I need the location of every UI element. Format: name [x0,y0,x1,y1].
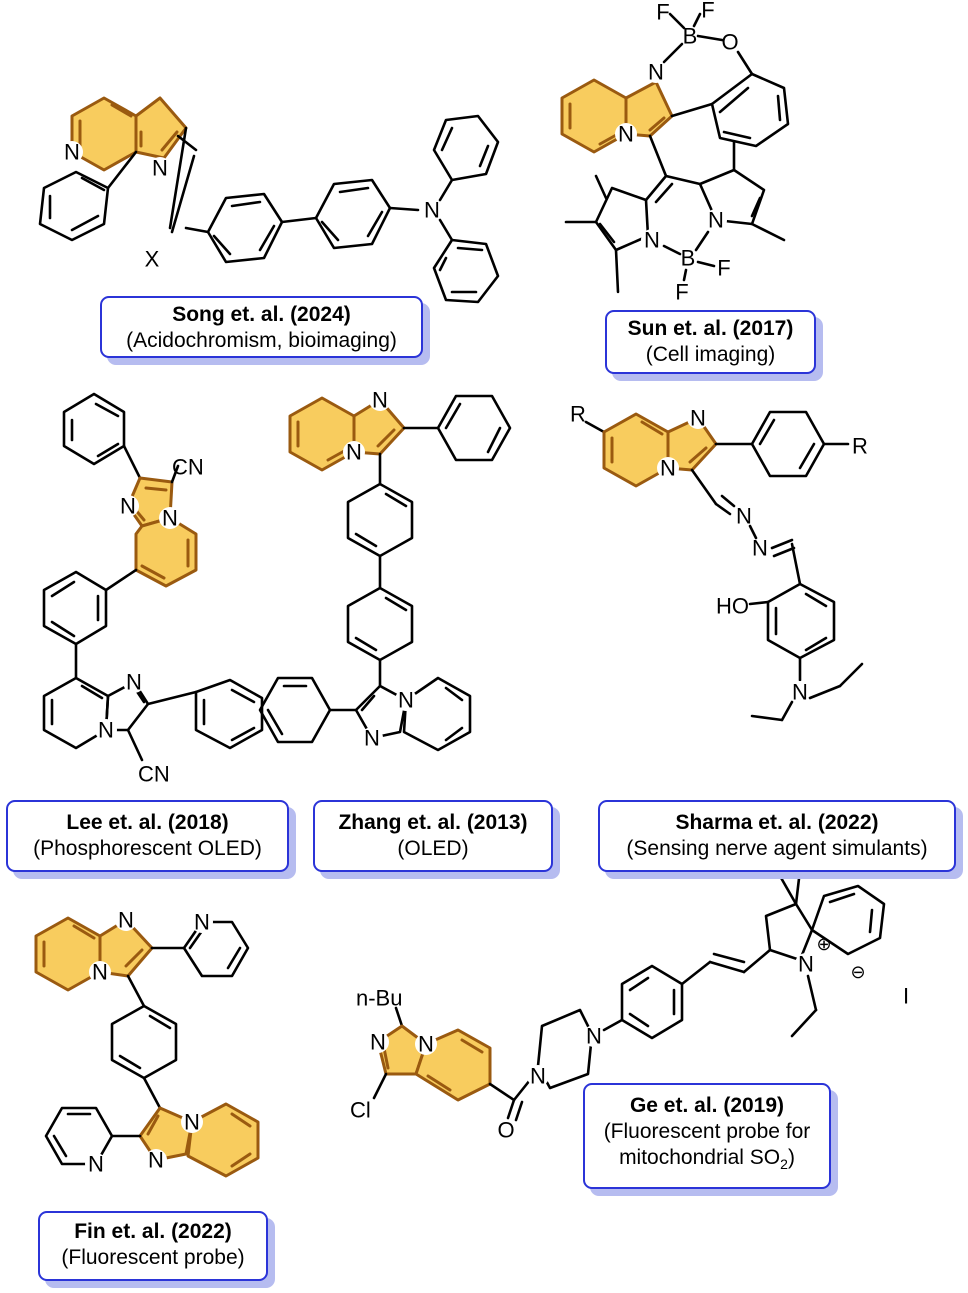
citation-title: Sharma et. al. (2022) [675,811,879,834]
molecule-song: N N X N [38,96,500,304]
citation-title: Sun et. al. (2017) [627,317,794,340]
atom-n: N [184,1110,200,1135]
atom-n: N [690,406,706,431]
citation-subtitle: (Phosphorescent OLED) [33,837,262,860]
atom-n: N [364,726,380,751]
citation-card-zhang: Zhang et. al. (2013) (OLED) [313,800,553,872]
citation-subtitle: (Fluorescent probe) [61,1246,245,1269]
atom-n: N [792,680,808,705]
atom-x: X [145,247,160,272]
atom-r: R [570,402,586,427]
atom-cl: Cl [350,1098,371,1123]
atom-f: F [717,256,730,281]
atom-n: N [346,440,362,465]
atom-n: N [88,1152,104,1177]
atom-b: B [681,246,696,271]
atom-n: N [708,208,724,233]
charge-plus: ⊕ [816,934,831,954]
atom-n: N [530,1064,546,1089]
atom-n: N [618,122,634,147]
citation-card-sharma: Sharma et. al. (2022) (Sensing nerve age… [598,800,956,872]
atom-n: N [418,1032,434,1057]
atom-n: N [660,456,676,481]
citation-card-sun: Sun et. al. (2017) (Cell imaging) [605,310,816,374]
atom-f: F [656,0,669,25]
molecule-ge: n-Bu N N Cl O N N N [350,868,909,1143]
cn-label: CN [138,762,170,787]
atom-n: N [372,388,388,413]
citation-subtitle: (Acidochromism, bioimaging) [126,329,397,352]
citation-subtitle: (Cell imaging) [645,343,776,366]
atom-n: N [194,910,210,935]
citation-subtitle-line2: mitochondrial SO2) [619,1146,795,1173]
atom-r: R [852,434,868,459]
atom-n: N [424,198,440,223]
atom-n: N [586,1024,602,1049]
molecule-fin: N N N N N N [34,908,260,1178]
citation-title: Lee et. al. (2018) [66,811,229,834]
citation-card-ge: Ge et. al. (2019) (Fluorescent probe for… [583,1083,831,1189]
atom-n: N [126,670,142,695]
atom-n: N [370,1030,386,1055]
atom-n: N [118,908,134,933]
atom-n: N [644,228,660,253]
atom-n: N [752,536,768,561]
charge-minus: ⊖ [850,962,865,982]
molecule-lee: N N CN N N CN [42,392,264,787]
molecule-sun: N N B O F F N N [560,0,790,305]
citation-subtitle-line1: (Fluorescent probe for [603,1120,811,1143]
atom-n: N [148,1148,164,1173]
atom-n: N [798,952,814,977]
citation-card-fin: Fin et. al. (2022) (Fluorescent probe) [38,1211,268,1281]
atom-n: N [92,960,108,985]
atom-o: O [497,1118,514,1143]
atom-o: O [721,30,738,55]
citation-subtitle: (Sensing nerve agent simulants) [626,837,928,860]
atom-n: N [98,718,114,743]
citation-title: Zhang et. al. (2013) [338,811,528,834]
citation-title: Ge et. al. (2019) [629,1094,785,1117]
atom-i: I [903,984,909,1009]
atom-n: N [152,156,168,181]
citation-card-song: Song et. al. (2024) (Acidochromism, bioi… [100,296,423,358]
atom-f: F [675,280,688,305]
citation-subtitle: (OLED) [397,837,469,860]
atom-n: N [120,494,136,519]
atom-n: N [64,140,80,165]
citation-title: Fin et. al. (2022) [74,1220,232,1243]
cn-label: CN [172,455,204,480]
atom-f: F [701,0,714,23]
citation-title: Song et. al. (2024) [172,303,351,326]
atom-n: N [162,506,178,531]
atom-b: B [683,24,698,49]
molecule-zhang: N N N N [258,388,512,752]
atom-nbu: n-Bu [356,986,402,1011]
atom-ho: HO [716,594,749,619]
atom-n: N [398,688,414,713]
citation-card-lee: Lee et. al. (2018) (Phosphorescent OLED) [6,800,289,872]
molecule-sharma: R N N R N N HO N [570,402,868,722]
atom-n: N [648,60,664,85]
atom-n: N [736,504,752,529]
